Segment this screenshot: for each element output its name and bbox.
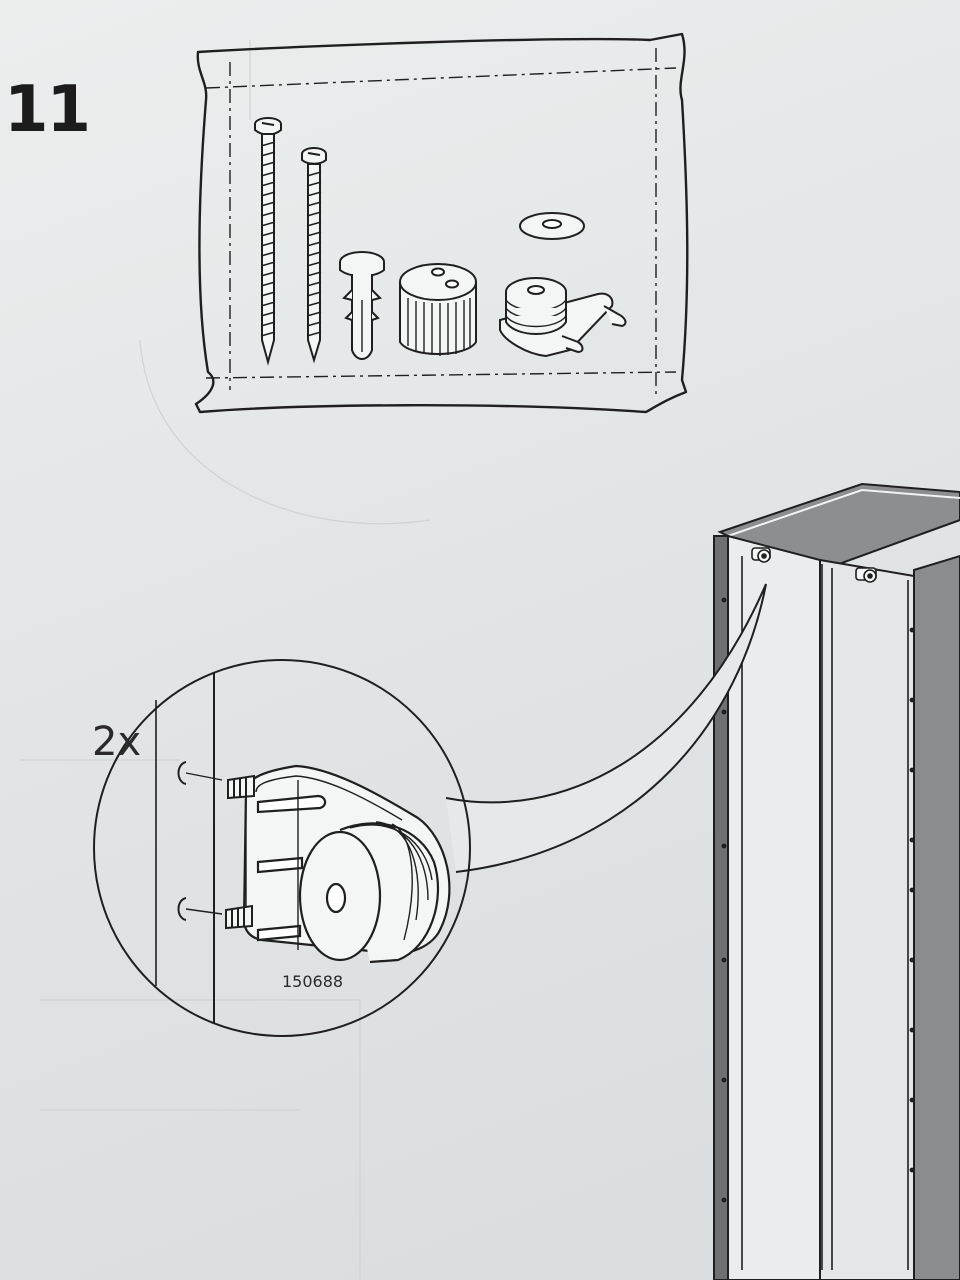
spacer-cap-icon: [399, 263, 477, 356]
detail-contents: [155, 672, 451, 1024]
step-number: 11: [4, 73, 91, 147]
wall-hole-top: [177, 761, 223, 785]
faint-background-lines: [20, 40, 431, 1280]
wall-bracket-icon: [499, 277, 627, 358]
cabinet-bracket-left: [751, 547, 771, 563]
long-screw-icon: [254, 117, 282, 366]
bracket-stud-bottom: [225, 904, 253, 930]
callout-pointer: [445, 583, 767, 873]
parts-bag: [194, 32, 689, 414]
quantity-label: 2x: [92, 719, 142, 765]
cabinet: [713, 482, 960, 1280]
spacer-on-bracket: [298, 821, 440, 964]
washer-icon: [519, 212, 585, 240]
detail-circle: [93, 659, 471, 1037]
short-screw-icon: [301, 147, 327, 364]
wall-plug-icon: [339, 251, 385, 360]
cabinet-bracket-right: [855, 567, 877, 583]
part-number-label: 150688: [282, 972, 344, 991]
bracket-stud-top: [227, 774, 255, 800]
wall-hole-bottom: [177, 897, 223, 921]
